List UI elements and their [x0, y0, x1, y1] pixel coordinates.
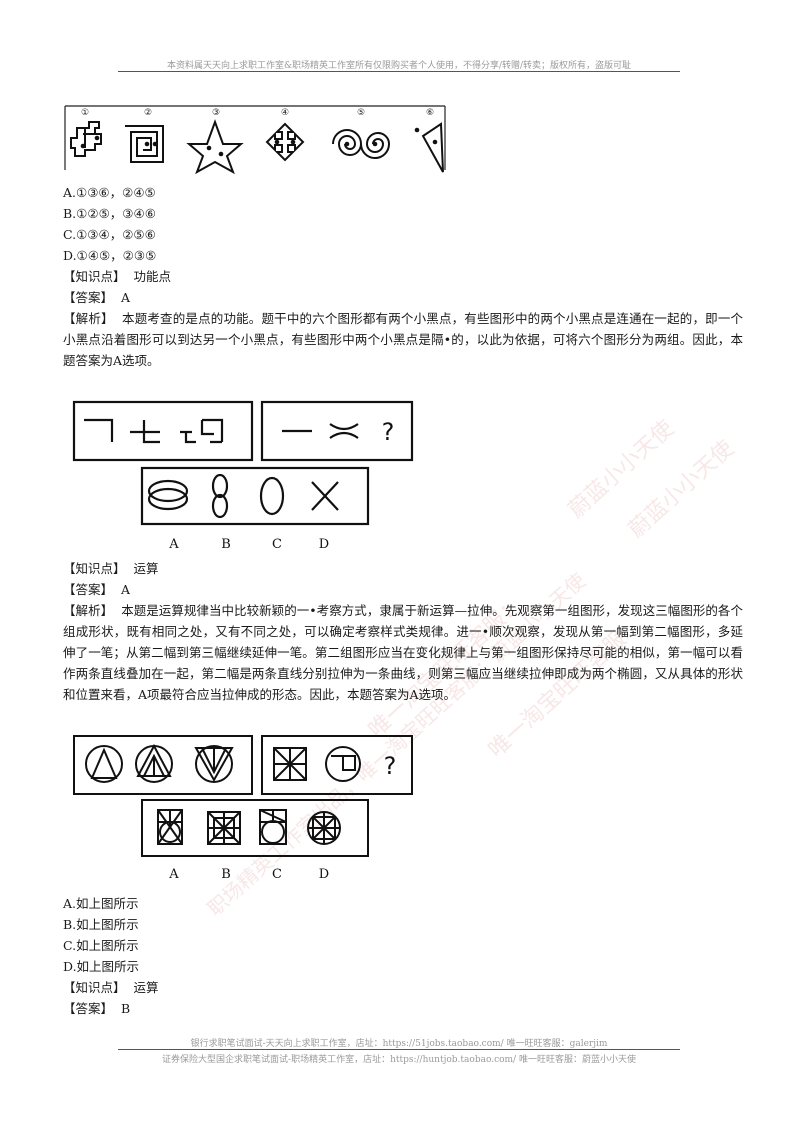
- option-letter: A: [168, 537, 179, 552]
- q3-figure: ? A B C D: [73, 735, 413, 882]
- header-notice: 本资料属天天向上求职工作室&职场精英工作室所有仅限购买者个人使用，不得分享/转赠…: [166, 61, 632, 71]
- q3-option-b: B.如上图所示: [63, 917, 139, 932]
- q1-option-c: C.①③④，②⑤⑥: [63, 227, 156, 242]
- answer-value: B: [120, 1001, 131, 1016]
- option-letter: A: [168, 867, 179, 882]
- answer-value: A: [120, 290, 130, 305]
- figure-number: ⑤: [357, 108, 365, 118]
- q1-knowledge-point: 【知识点】 功能点: [63, 269, 171, 285]
- knowledge-label: 【知识点】: [63, 269, 126, 284]
- option-letter: C: [272, 537, 282, 552]
- option-letter: C: [272, 867, 282, 882]
- q3-knowledge-point: 【知识点】 运算: [63, 980, 158, 996]
- knowledge-value: 运算: [133, 980, 159, 995]
- question-mark: ?: [382, 418, 395, 446]
- knowledge-value: 运算: [133, 561, 159, 576]
- q1-analysis: 【解析】 本题考查的是点的功能。题干中的六个图形都有两个小黑点，有些图形中的两个…: [63, 308, 743, 371]
- q1-option-b: B.①②⑤，③④⑥: [63, 206, 156, 221]
- option-letter: D: [319, 867, 329, 882]
- q1-answer: 【答案】 A: [63, 290, 130, 306]
- figure-number: ③: [212, 108, 220, 118]
- q1-option-d: D.①④⑤，②③⑤: [63, 248, 157, 263]
- knowledge-label: 【知识点】: [63, 561, 126, 576]
- q2-figure: ? A B C D: [72, 400, 414, 552]
- watermark: 蔚蓝小小天使: [624, 436, 739, 544]
- footer-line-1: 银行求职笔试面试-天天向上求职工作室，店址：https://51jobs.tao…: [190, 1039, 608, 1049]
- header-divider: [118, 71, 680, 72]
- figure-number: ⑥: [426, 108, 434, 118]
- figure-number: ④: [281, 108, 289, 118]
- analysis-text: 本题是运算规律当中比较新颖的一•考察方式，隶属于新运算—拉伸。先观察第一组图形，…: [63, 603, 743, 702]
- figure-number: ①: [81, 108, 89, 118]
- footer-line-2: 证券保险大型国企求职笔试面试-职场精英工作室，店址：https://huntjo…: [162, 1055, 636, 1065]
- answer-label: 【答案】: [63, 290, 114, 305]
- q3-option-d: D.如上图所示: [63, 959, 140, 974]
- q3-option-c: C.如上图所示: [63, 938, 139, 953]
- watermark: 蔚蓝小小天使: [564, 416, 679, 524]
- q1-option-a: A.①③⑥，②④⑤: [63, 185, 156, 200]
- q2-analysis: 【解析】 本题是运算规律当中比较新颖的一•考察方式，隶属于新运算—拉伸。先观察第…: [63, 600, 743, 705]
- q3-answer: 【答案】 B: [63, 1001, 130, 1017]
- footer-divider: [118, 1049, 680, 1050]
- figure-number: ②: [144, 108, 152, 118]
- analysis-label: 【解析】: [63, 311, 114, 326]
- answer-label: 【答案】: [63, 1001, 114, 1016]
- option-letter: D: [319, 537, 329, 552]
- analysis-label: 【解析】: [63, 603, 114, 618]
- q3-option-a: A.如上图所示: [63, 896, 139, 911]
- q2-answer: 【答案】 A: [63, 582, 130, 598]
- answer-value: A: [120, 582, 130, 597]
- knowledge-label: 【知识点】: [63, 980, 126, 995]
- option-letter: B: [221, 537, 231, 552]
- answer-label: 【答案】: [63, 582, 114, 597]
- knowledge-value: 功能点: [133, 269, 171, 284]
- q1-figure-strip: ① ② ③ ④ ⑤ ⑥: [64, 105, 446, 174]
- question-mark: ?: [384, 752, 397, 780]
- option-letter: B: [221, 867, 231, 882]
- analysis-text: 本题考查的是点的功能。题干中的六个图形都有两个小黑点，有些图形中的两个小黑点是连…: [63, 311, 743, 368]
- q2-knowledge-point: 【知识点】 运算: [63, 561, 158, 577]
